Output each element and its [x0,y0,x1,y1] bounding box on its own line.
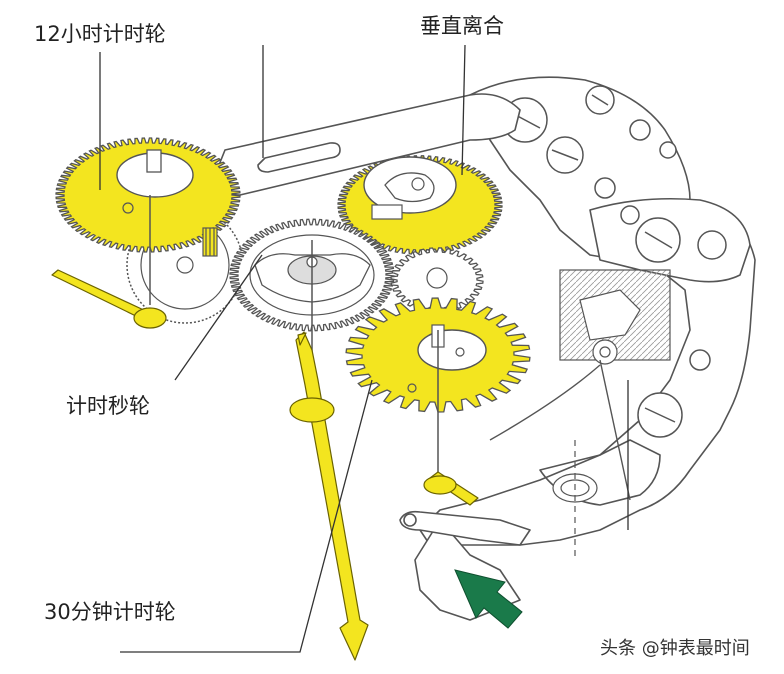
watermark: 头条 @钟表最时间 [600,638,750,659]
vertical-clutch-wheel [337,155,503,255]
minute-wheel-hole [407,383,417,393]
label-chrono-seconds-wheel: 计时秒轮 [66,394,150,418]
clutch-spring [371,204,403,220]
label-vertical-clutch: 垂直离合 [420,14,504,38]
mid-wheel-hub [426,267,448,289]
label-hour-counter-wheel: 12小时计时轮 [34,22,166,46]
hour-wheel-post [146,149,162,173]
leader-vertical-clutch [461,44,466,176]
clutch-heart [384,172,435,203]
chrono-hands [51,269,479,661]
wheel-mid-teeth [390,247,484,313]
minute-wheel-pivot [455,347,465,357]
leader-seconds [174,254,263,381]
label-minute-counter-wheel: 30分钟计时轮 [44,600,176,624]
intermediate-wheel [390,247,484,313]
reset-lever [399,510,531,546]
leader-lines [99,44,629,653]
pinion [202,227,218,257]
minute-wheel-heart [417,329,487,371]
green-arrow-icon [454,569,523,629]
leader-minute-counter [120,379,373,653]
mechanism-detail [489,269,671,560]
hour-counter-wheel [55,137,241,253]
hour-wheel-hole [122,202,134,214]
clutch-pivot [411,177,425,191]
